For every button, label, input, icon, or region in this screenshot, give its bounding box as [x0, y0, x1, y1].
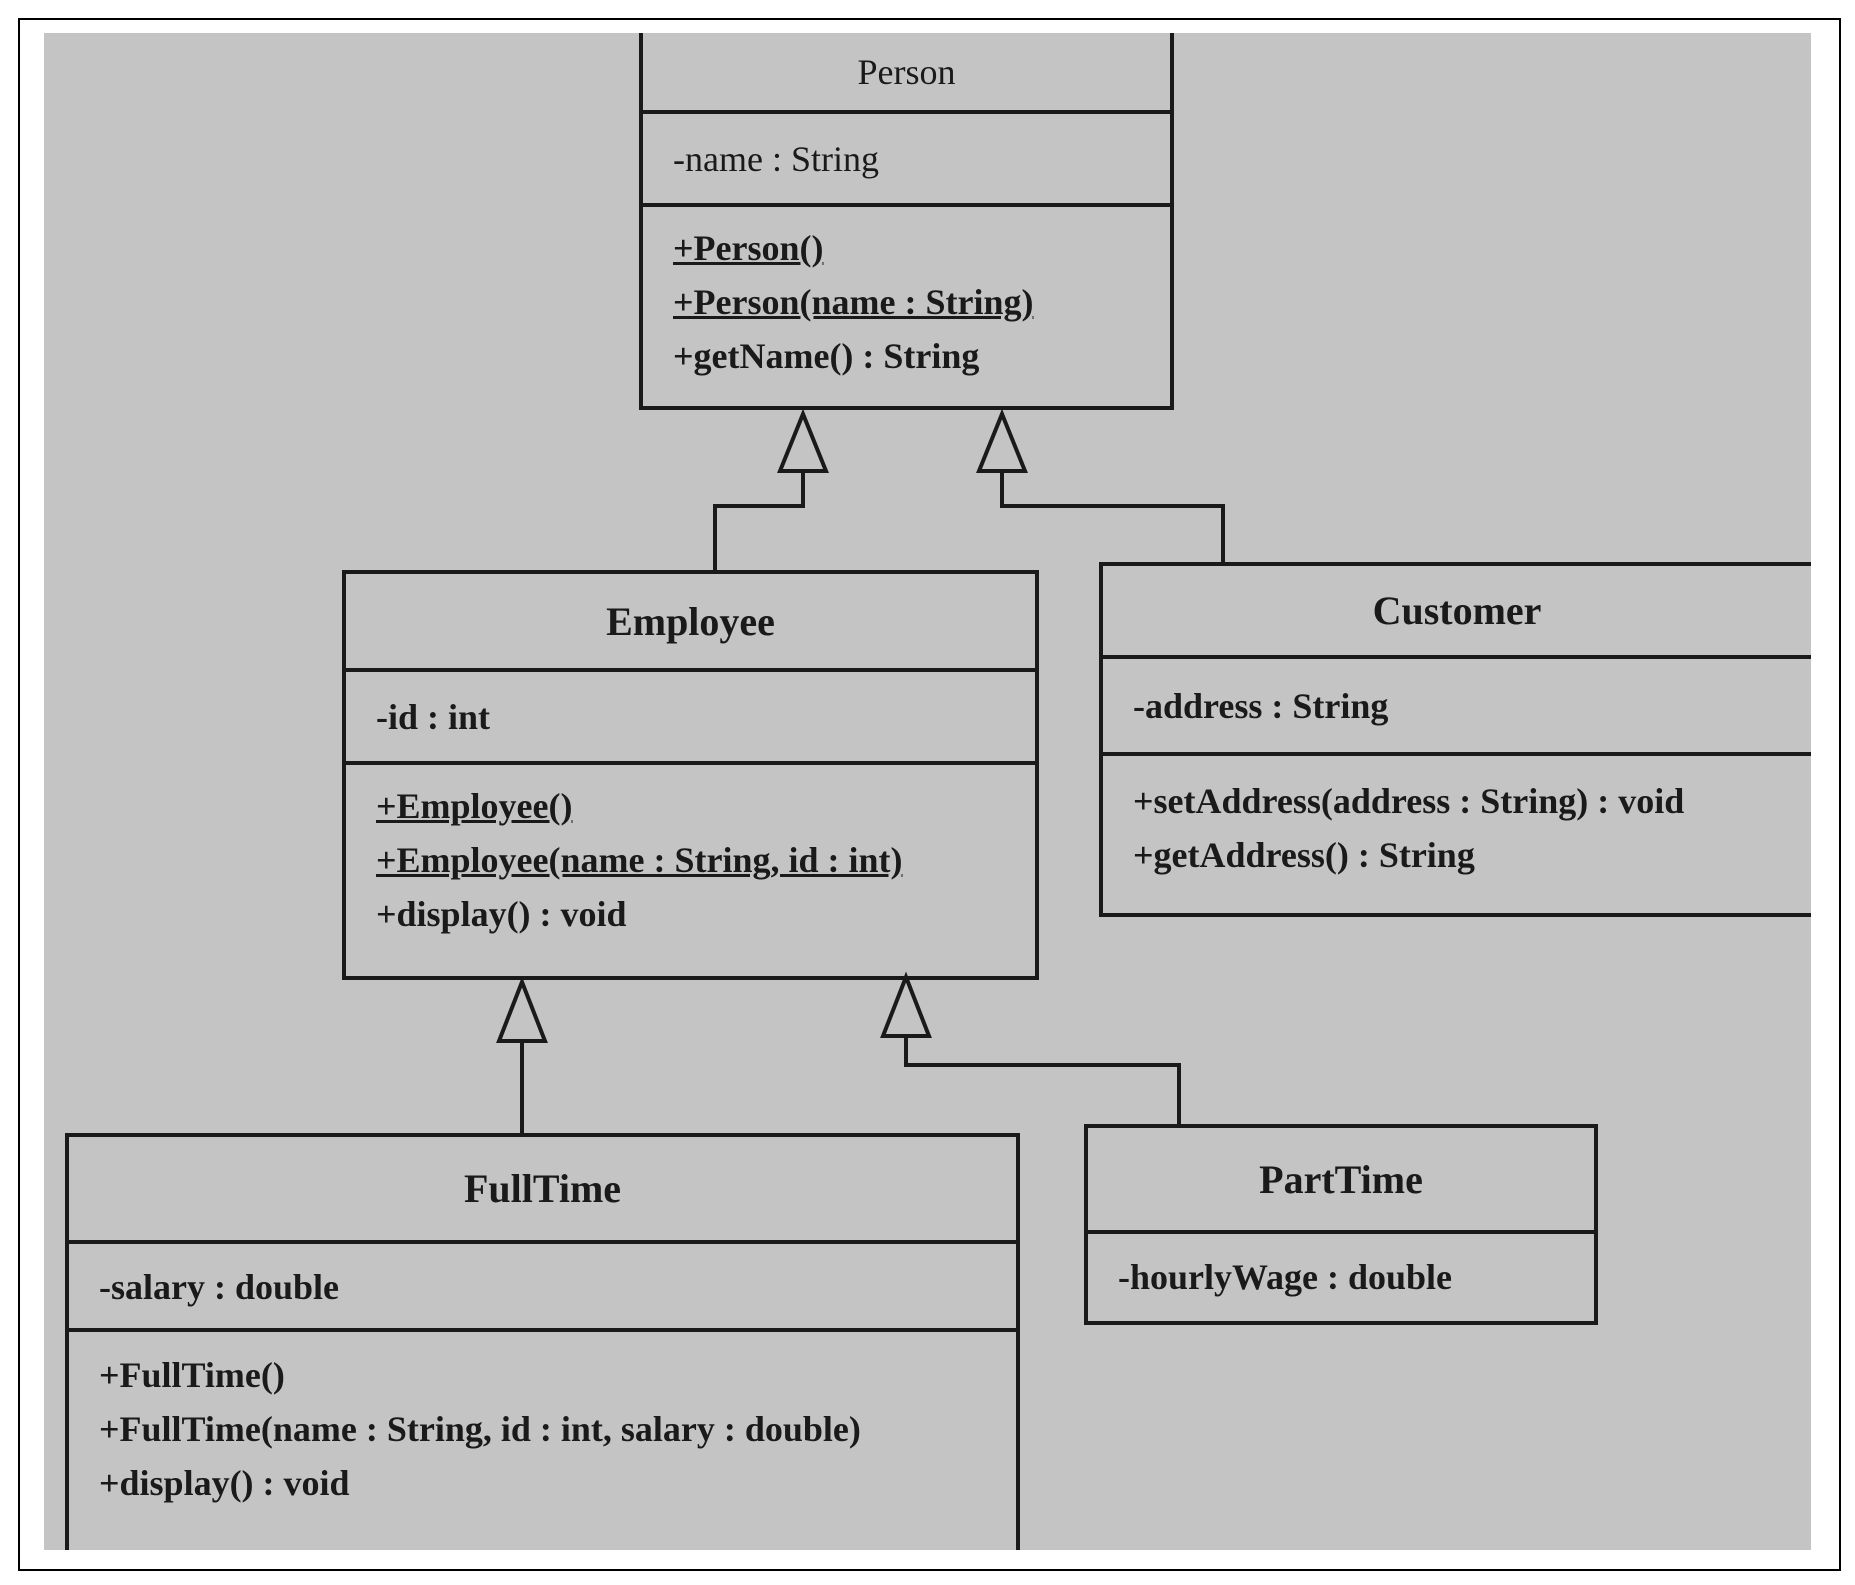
class-person: Person -name : String +Person() +Person(… — [639, 33, 1174, 410]
method: +FullTime(name : String, id : int, salar… — [99, 1409, 861, 1449]
employee-to-person-line — [713, 471, 805, 570]
class-fulltime: FullTime -salary : double +FullTime() +F… — [65, 1133, 1020, 1550]
method: +getAddress() : String — [1133, 835, 1475, 875]
attribute: -id : int — [376, 697, 491, 737]
method: +display() : void — [99, 1463, 350, 1503]
customer-to-person-line — [1000, 471, 1225, 565]
class-name: Customer — [1372, 588, 1542, 633]
class-name: Employee — [606, 598, 775, 644]
attribute: -hourlyWage : double — [1118, 1257, 1453, 1297]
attribute: -name : String — [673, 139, 879, 179]
method: +display() : void — [376, 894, 627, 934]
method: +setAddress(address : String) : void — [1133, 781, 1685, 821]
class-customer: Customer -address : String +setAddress(a… — [1099, 562, 1811, 917]
method: +Employee() — [376, 786, 573, 826]
image-frame — [18, 18, 1841, 1571]
method: +getName() : String — [673, 336, 980, 376]
employee-to-person-arrow — [777, 408, 829, 473]
class-parttime: PartTime -hourlyWage : double — [1084, 1124, 1598, 1325]
method: +Employee(name : String, id : int) — [376, 840, 903, 880]
class-name: PartTime — [1259, 1156, 1423, 1202]
attribute: -address : String — [1133, 686, 1389, 726]
attribute: -salary : double — [99, 1267, 340, 1307]
customer-to-person-arrow — [976, 408, 1028, 473]
parttime-to-employee-line — [904, 1036, 1181, 1124]
method: +Person(name : String) — [673, 282, 1034, 322]
parttime-to-employee-arrow — [880, 971, 932, 1038]
diagram-background — [44, 33, 1811, 1550]
fulltime-to-employee-arrow — [496, 976, 548, 1043]
method: +Person() — [673, 228, 824, 268]
method: +FullTime() — [99, 1355, 285, 1395]
class-name: FullTime — [463, 1166, 622, 1211]
class-employee: Employee -id : int +Employee() +Employee… — [342, 570, 1039, 980]
class-name: Person — [857, 51, 956, 92]
